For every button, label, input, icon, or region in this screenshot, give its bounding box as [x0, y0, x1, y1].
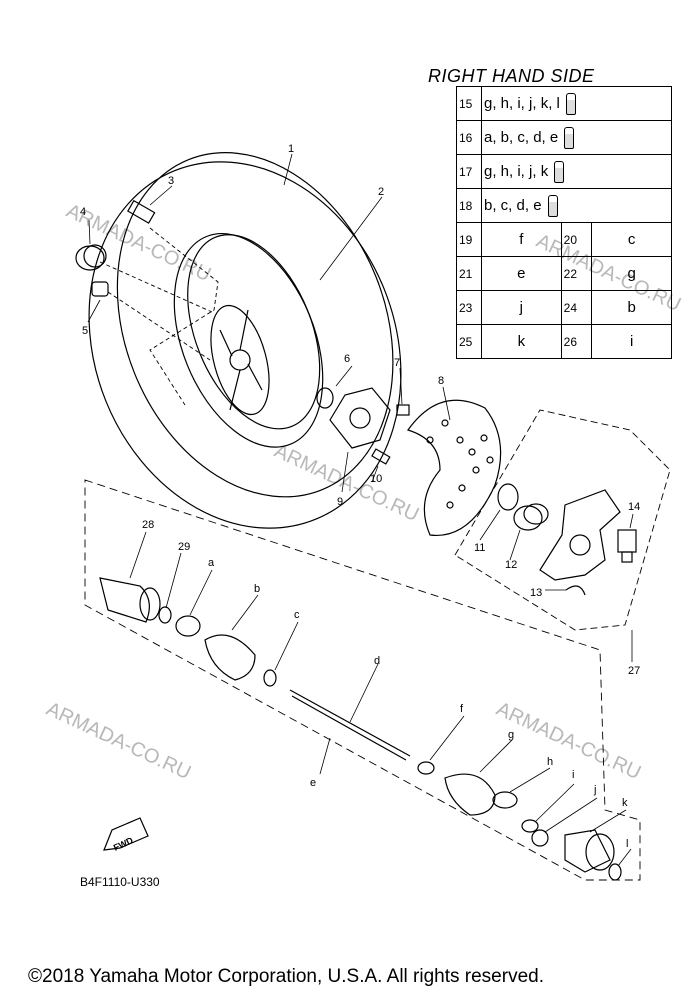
row-number: 19: [456, 222, 482, 257]
callout-29: 4: [80, 206, 86, 218]
callout-14: e: [310, 777, 316, 789]
bearing: [513, 503, 549, 531]
table-row: 25 k 26 i: [456, 324, 672, 359]
callout-28: 6: [344, 353, 350, 365]
callout-g: f: [460, 703, 464, 715]
hub-nut: [75, 244, 107, 271]
callout-h: g: [508, 729, 514, 741]
table-row: 18 b, c, d, e: [456, 188, 672, 223]
circlip: [497, 483, 519, 511]
callout-9: 11: [474, 542, 485, 554]
table-row: 23 j 24 b: [456, 290, 672, 325]
row-number: 26: [560, 324, 593, 359]
grease-tube-icon: [554, 160, 565, 183]
row-parts: g, h, i, j, k: [484, 162, 549, 180]
wheel-cap: [91, 281, 109, 297]
callout-12: 8: [438, 375, 444, 387]
row-number: 18: [456, 188, 482, 223]
callout-1: 2: [378, 186, 384, 198]
boot-h: [444, 773, 496, 816]
cv-joint-inner: [564, 829, 615, 873]
row-number: 16: [456, 120, 482, 155]
band-i: [492, 791, 518, 809]
tire: [88, 152, 402, 529]
circlip-j: [521, 819, 539, 833]
fwd-arrow-shape: [103, 817, 149, 851]
circlip-27: [608, 863, 622, 881]
callout-c: a: [208, 557, 215, 569]
callout-j: i: [572, 769, 574, 781]
table-row: 21 e 22 g: [456, 256, 672, 291]
diagram-code: B4F1110-U330: [80, 875, 160, 889]
row-number: 24: [560, 290, 593, 325]
brake-disc: [407, 399, 502, 536]
table-title: RIGHT HAND SIDE: [428, 66, 595, 86]
callout-a: 28: [142, 519, 154, 531]
drive-shaft: [289, 689, 411, 761]
row-parts: a, b, c, d, e: [484, 128, 559, 146]
callout-6: 10: [370, 473, 382, 485]
callout-27: l: [626, 838, 628, 850]
callout-b: 29: [178, 541, 190, 553]
table-row: 17 g, h, i, j, k: [456, 154, 672, 189]
row-value: f: [481, 222, 562, 257]
grease-tube-icon: [564, 126, 575, 149]
row-number: 15: [456, 86, 482, 121]
callout-7: 27: [628, 665, 640, 677]
steering-knuckle: [539, 489, 621, 581]
cotter-pin: [565, 585, 586, 596]
callout-i: h: [547, 756, 553, 768]
band-c: [175, 615, 201, 637]
row-value: k: [481, 324, 562, 359]
callout-10: 14: [628, 501, 640, 513]
table-row: 19 f 20 c: [456, 222, 672, 257]
band-e: [263, 669, 277, 687]
ring-k: [531, 829, 549, 847]
callout-e: c: [294, 609, 300, 621]
right-hand-side-table: 15 g, h, i, j, k, l 16 a, b, c, d, e 17 …: [456, 86, 672, 359]
boot-d: [204, 634, 256, 681]
callout-8: 12: [505, 559, 517, 571]
row-number: 20: [560, 222, 593, 257]
row-value: j: [481, 290, 562, 325]
row-number: 22: [560, 256, 593, 291]
callout-l: k: [622, 797, 628, 809]
row-parts: b, c, d, e: [484, 196, 542, 214]
copyright-notice: ©2018 Yamaha Motor Corporation, U.S.A. A…: [28, 966, 544, 987]
callout-3: 3: [168, 175, 174, 187]
row-number: 23: [456, 290, 482, 325]
row-parts: g, h, i, j, k, l: [484, 94, 560, 112]
ball-joint: [617, 529, 637, 563]
grease-tube-icon: [547, 194, 558, 217]
grease-tube-icon: [565, 92, 576, 115]
callout-d: b: [254, 583, 260, 595]
callout-f: d: [374, 655, 380, 667]
table-row: 15 g, h, i, j, k, l: [456, 86, 672, 121]
circlip-b: [158, 606, 172, 624]
callout-4: 5: [82, 325, 88, 337]
row-value: b: [591, 290, 672, 325]
callout-2: 1: [288, 143, 294, 155]
row-value: g: [591, 256, 672, 291]
row-value: e: [481, 256, 562, 291]
row-number: 17: [456, 154, 482, 189]
wheel-rim: [210, 304, 270, 416]
row-value: i: [591, 324, 672, 359]
cv-joint-outer: [99, 577, 161, 623]
circlip-g: [417, 761, 435, 775]
table-row: 16 a, b, c, d, e: [456, 120, 672, 155]
callout-k: j: [593, 784, 596, 796]
callout-5: 9: [337, 496, 343, 508]
hub-flange: [316, 387, 391, 449]
row-value: c: [591, 222, 672, 257]
callout-13: 7: [394, 357, 400, 369]
row-number: 25: [456, 324, 482, 359]
valve-stem: [127, 199, 156, 224]
row-number: 21: [456, 256, 482, 291]
callout-11: 13: [530, 587, 542, 599]
